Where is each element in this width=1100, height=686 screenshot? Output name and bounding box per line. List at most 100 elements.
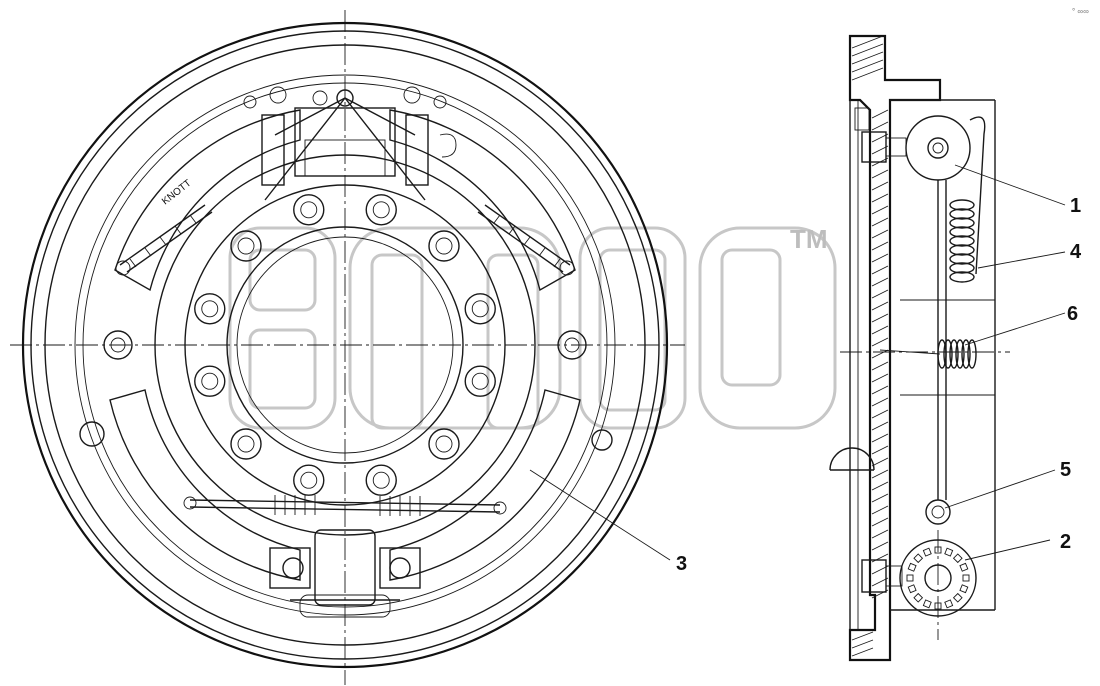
- hatch-line: [871, 445, 889, 455]
- hub-bolt-head: [300, 471, 318, 489]
- drum-flange-section: [848, 34, 942, 662]
- left-shoe-spring: [115, 204, 213, 276]
- spring-coil: [949, 208, 975, 220]
- brake-front-view: KNOTT: [10, 10, 685, 685]
- hatch-line: [871, 517, 889, 527]
- rod-eye: [925, 499, 951, 525]
- spring-coil: [949, 217, 975, 229]
- upper-brake-shoe: [114, 109, 301, 292]
- hatch-line: [871, 109, 889, 119]
- hub-bolt: [194, 365, 226, 397]
- brake-side-section-view: [829, 34, 1066, 662]
- hatch-line: [871, 337, 889, 347]
- gear-tooth: [913, 592, 924, 603]
- drum-outer-rim: [21, 21, 669, 669]
- hub-bolt-head: [435, 237, 453, 255]
- gear-tooth: [959, 584, 969, 594]
- leader-line-2: [964, 539, 1051, 561]
- right-anchor-pin: [557, 330, 587, 360]
- hatch-line: [871, 313, 889, 323]
- side-dome-cap: [829, 447, 875, 471]
- hatch-line: [871, 505, 889, 515]
- leader-line-3: [529, 469, 671, 561]
- hub-bolt: [365, 464, 397, 496]
- hatch-line: [851, 67, 884, 81]
- knott-stamp-label: KNOTT: [160, 178, 193, 208]
- leader-line-1: [954, 164, 1066, 206]
- watermark-trademark: TM: [790, 224, 828, 254]
- spring-coil: [955, 339, 965, 369]
- hatch-line: [871, 481, 889, 491]
- hub-bolt-head: [435, 435, 453, 453]
- return-coil-spring: [949, 199, 975, 283]
- gear-tooth: [959, 562, 969, 572]
- hub-bore: [226, 226, 464, 464]
- hatch-line: [871, 433, 889, 443]
- leader-line-5: [944, 469, 1056, 509]
- callout-1: 1: [1070, 195, 1081, 217]
- gear-tooth: [952, 553, 963, 564]
- gear-tooth: [934, 546, 942, 554]
- hatch-line: [851, 59, 884, 73]
- horizontal-tension-spring: [879, 339, 977, 369]
- hub-bolt: [464, 365, 496, 397]
- hub-bolt: [428, 428, 460, 460]
- hub-bolt-head: [372, 201, 390, 219]
- callout-6: 6: [1067, 303, 1078, 325]
- top-cam-housing: [243, 86, 457, 201]
- hub-bolt-head: [372, 471, 390, 489]
- gear-tooth: [934, 602, 942, 610]
- spring-coil: [949, 271, 975, 283]
- hatch-line: [851, 639, 874, 649]
- hatch-line: [851, 43, 884, 57]
- hatch-line: [871, 529, 889, 539]
- hatch-line: [871, 181, 889, 191]
- lining-inner: [82, 82, 608, 608]
- hatch-line: [871, 265, 889, 275]
- gear-tooth: [922, 547, 932, 557]
- gear-tooth: [907, 584, 917, 594]
- gear-tooth: [952, 592, 963, 603]
- hatch-line: [871, 277, 889, 287]
- spring-coil: [943, 339, 953, 369]
- hatch-line: [871, 373, 889, 383]
- spring-coil: [949, 226, 975, 238]
- leader-line-6: [964, 312, 1066, 346]
- gear-tooth: [907, 562, 917, 572]
- hub-bolt-head: [237, 435, 255, 453]
- hub-bolt-head: [300, 201, 318, 219]
- drum-lip: [44, 44, 646, 646]
- gear-tooth: [944, 599, 954, 609]
- bottom-adjuster-housing: [269, 529, 421, 618]
- hatch-line: [871, 541, 889, 551]
- left-lower-pin: [79, 421, 105, 447]
- hatch-line: [851, 647, 874, 657]
- gear-tooth: [906, 574, 914, 582]
- left-anchor-pin: [103, 330, 133, 360]
- hatch-line: [871, 397, 889, 407]
- spring-coil: [949, 244, 975, 256]
- callout-4: 4: [1070, 241, 1082, 263]
- hub-bolt: [365, 194, 397, 226]
- hatch-line: [871, 409, 889, 419]
- gear-tooth: [922, 599, 932, 609]
- hatch-line: [871, 205, 889, 215]
- upper-right-brake-shoe: [389, 109, 576, 292]
- spring-coil: [949, 253, 975, 265]
- hatch-line: [871, 169, 889, 179]
- hatch-line: [851, 51, 884, 65]
- spring-coil: [949, 262, 975, 274]
- hub-bolt: [293, 464, 325, 496]
- hatch-line: [871, 361, 889, 371]
- backing-plate-ring: [184, 184, 506, 506]
- hub-bolt: [464, 293, 496, 325]
- hub-bolt: [293, 194, 325, 226]
- drum-rim-inner: [30, 30, 660, 660]
- spring-coil: [967, 339, 977, 369]
- lower-brake-shoe: [109, 389, 301, 581]
- hatch-line: [871, 349, 889, 359]
- gear-tooth: [913, 553, 924, 564]
- hatch-line: [871, 193, 889, 203]
- hatch-line: [871, 385, 889, 395]
- flange-hatching: [851, 35, 889, 657]
